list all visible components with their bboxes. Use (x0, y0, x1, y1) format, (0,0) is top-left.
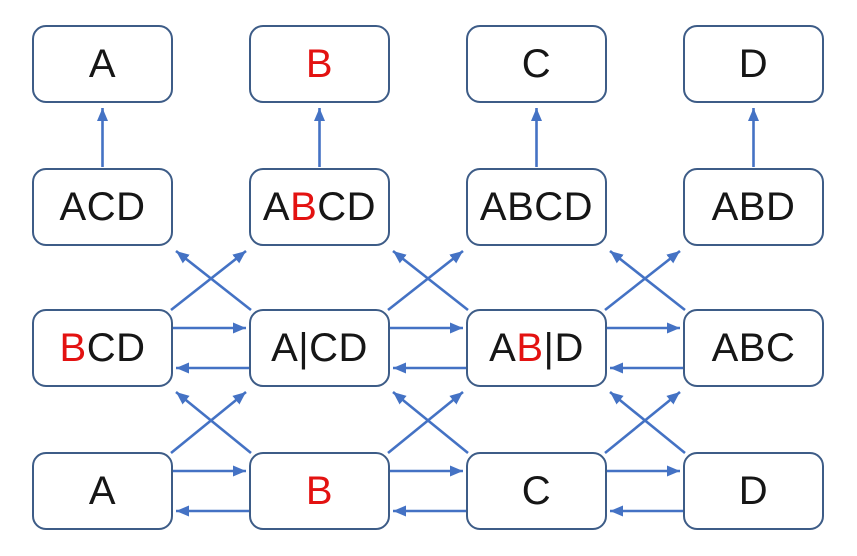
node-label-segment: ABCD (479, 185, 594, 229)
node-label-segment: A (88, 42, 117, 86)
node-d-r1c3: D (683, 25, 824, 103)
node-label-segment: CD (317, 185, 377, 229)
node-label-red-segment: B (305, 42, 334, 86)
arrow-r4c3-to-r3c2 (609, 390, 686, 455)
node-abcd-r2c2: ABCD (466, 168, 607, 246)
arrow-r4c1-to-r3c2 (387, 390, 464, 455)
arrow-r3c3-to-r2c2 (609, 249, 686, 312)
node-a-r4c0: A (32, 452, 173, 530)
node-label-segment: A|CD (271, 326, 368, 370)
node-label-segment: D (738, 42, 769, 86)
node-label-segment: A (88, 469, 117, 513)
node-label-red-segment: B (59, 326, 87, 370)
node-acd-r2c0: ACD (32, 168, 173, 246)
node-b-r4c1: B (249, 452, 390, 530)
node-label-segment: ACD (59, 185, 146, 229)
arrow-r4c0-to-r3c1 (170, 390, 247, 455)
node-c-r4c2: C (466, 452, 607, 530)
arrow-r4c2-to-r3c3 (604, 390, 681, 455)
node-label-segment: ABD (711, 185, 796, 229)
node-label-segment: A (262, 185, 291, 229)
node-a-r1c0: A (32, 25, 173, 103)
node-abd-r2c3: ABD (683, 168, 824, 246)
arrow-r3c1-to-r2c0 (175, 249, 252, 312)
arrow-r3c1-to-r2c2 (387, 249, 464, 312)
node-b-r1c1: B (249, 25, 390, 103)
node-abc-r3c3: ABC (683, 309, 824, 387)
node-label-segment: D (738, 469, 769, 513)
node-label-red-segment: B (305, 469, 334, 513)
node-label-segment: C (521, 469, 552, 513)
node-label-red-segment: B (290, 185, 318, 229)
node-label-segment: A (489, 326, 517, 370)
node-d-r4c3: D (683, 452, 824, 530)
arrow-r3c0-to-r2c1 (170, 249, 247, 312)
arrow-r3c2-to-r2c3 (604, 249, 681, 312)
node-c-r1c2: C (466, 25, 607, 103)
node-label-segment: CD (86, 326, 146, 370)
node-label-red-segment: B (516, 326, 544, 370)
node-label-segment: C (521, 42, 552, 86)
node-label-segment: |D (543, 326, 584, 370)
node-acd-r3c1: A|CD (249, 309, 390, 387)
arrow-r4c1-to-r3c0 (175, 390, 252, 455)
arrow-r4c2-to-r3c1 (392, 390, 469, 455)
arrow-r3c2-to-r2c1 (392, 249, 469, 312)
node-label-segment: ABC (711, 326, 796, 370)
